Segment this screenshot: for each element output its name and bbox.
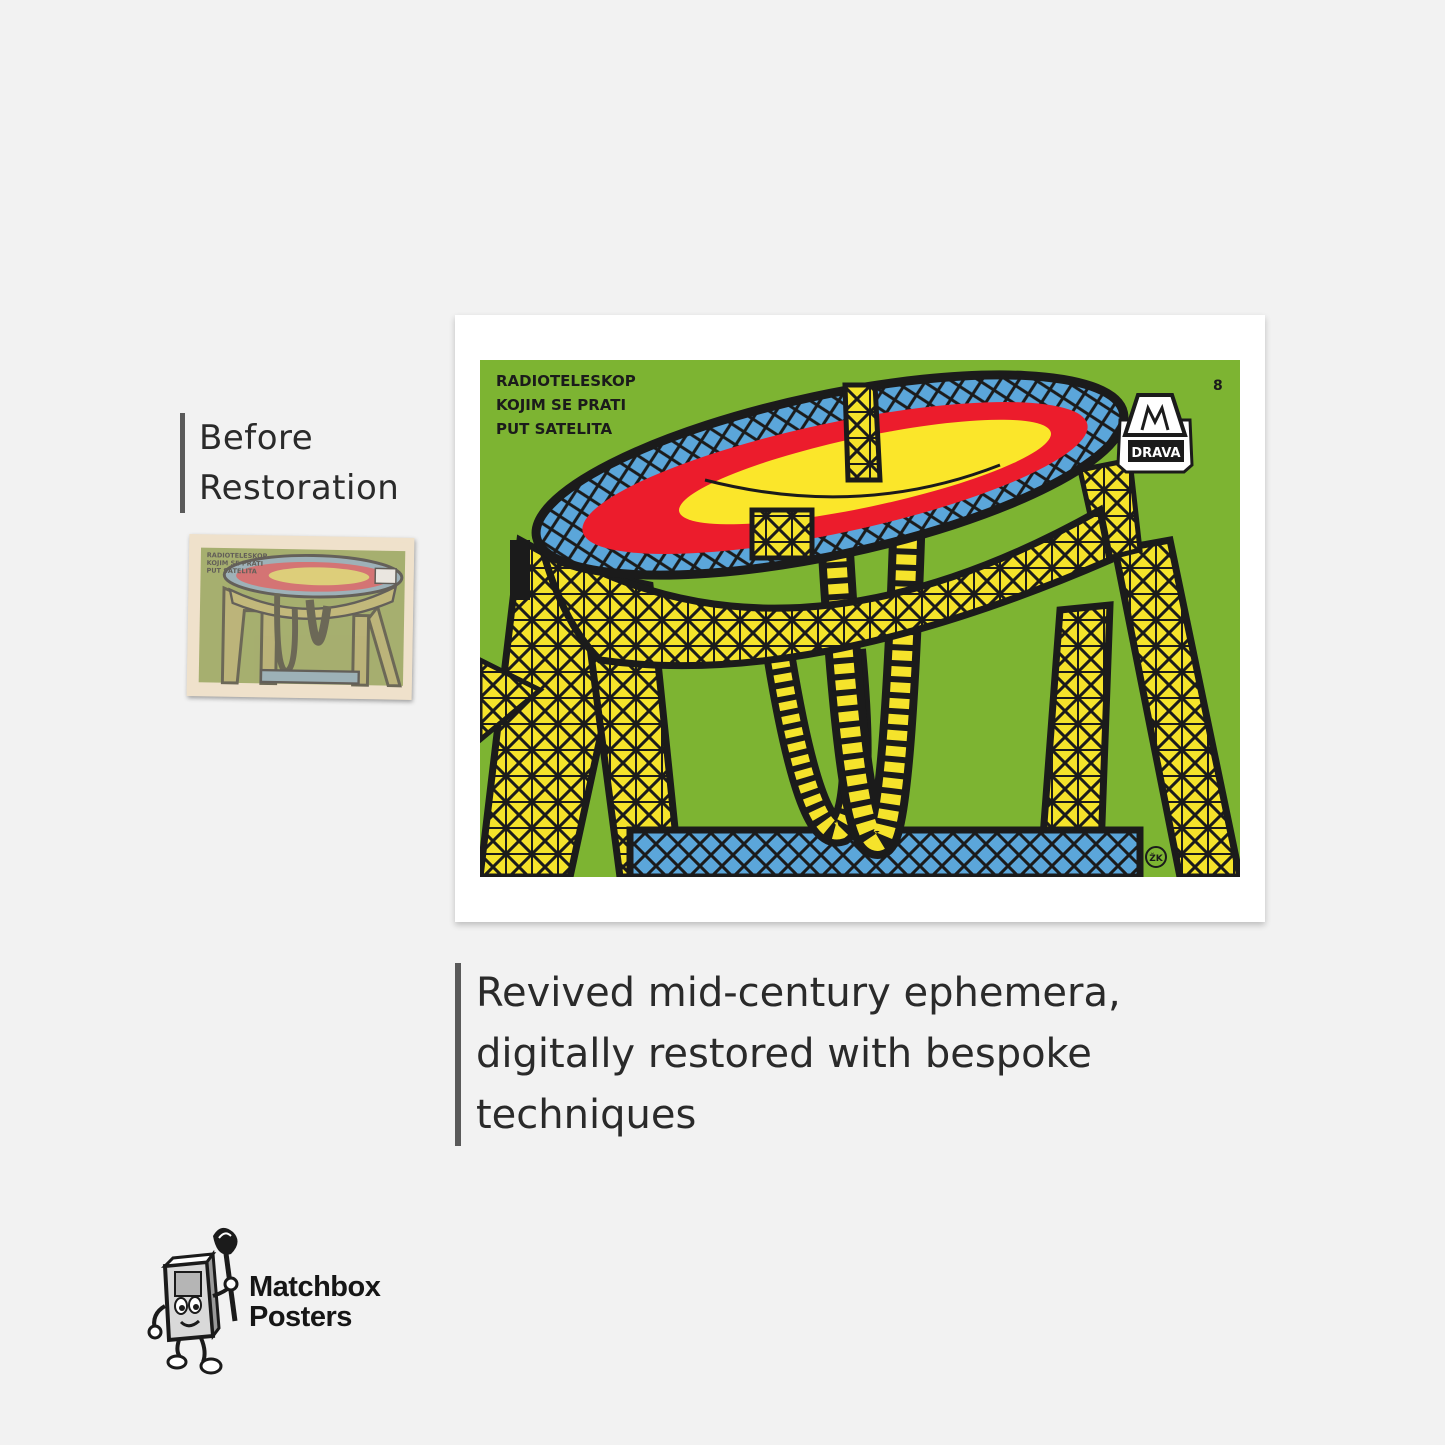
caption-line1: Revived mid-century ephemera,	[476, 970, 1121, 1016]
caption: Revived mid-century ephemera, digitally …	[455, 963, 1236, 1146]
thumb-text-line2: KOJIM SE PRATI	[207, 559, 264, 568]
caption-line2: digitally restored with bespoke	[476, 1031, 1092, 1077]
caption-line3: techniques	[476, 1092, 697, 1138]
thumb-text-line1: RADIOTELESKOP	[207, 551, 268, 560]
before-thumbnail: RADIOTELESKOP KOJIM SE PRATI PUT SATELIT…	[186, 534, 415, 700]
before-restoration-label: Before Restoration	[180, 413, 399, 513]
restored-artwork: RADIOTELESKOP KOJIM SE PRATI PUT SATELIT…	[480, 360, 1240, 877]
matchbox-mascot-icon	[147, 1227, 239, 1375]
before-thumbnail-image: RADIOTELESKOP KOJIM SE PRATI PUT SATELIT…	[186, 538, 415, 696]
drava-logo-icon: DRAVA	[1116, 393, 1194, 474]
artwork-number: 8	[1213, 378, 1223, 394]
before-label-line2: Restoration	[199, 468, 400, 508]
radiotelescope-illustration: RADIOTELESKOP KOJIM SE PRATI PUT SATELIT…	[480, 360, 1240, 877]
artwork-text-line2: KOJIM SE PRATI	[496, 396, 626, 414]
artwork-text-line1: RADIOTELESKOP	[496, 372, 636, 390]
artist-signature-icon	[1145, 846, 1167, 868]
artwork-text-line3: PUT SATELITA	[496, 420, 613, 438]
restored-artwork-card: RADIOTELESKOP KOJIM SE PRATI PUT SATELIT…	[455, 315, 1265, 922]
brand-name: Matchbox Posters	[249, 1271, 381, 1333]
brand-name-line2: Posters	[249, 1301, 352, 1333]
drava-logo-text: DRAVA	[1131, 446, 1180, 461]
artist-signature: ŽK	[1149, 852, 1164, 864]
before-label-line1: Before	[199, 418, 314, 458]
brand-logo: Matchbox Posters	[143, 1226, 433, 1376]
brand-name-line1: Matchbox	[249, 1271, 381, 1303]
dish-support-ring	[534, 504, 1114, 670]
thumb-text-line3: PUT SATELITA	[206, 567, 256, 576]
